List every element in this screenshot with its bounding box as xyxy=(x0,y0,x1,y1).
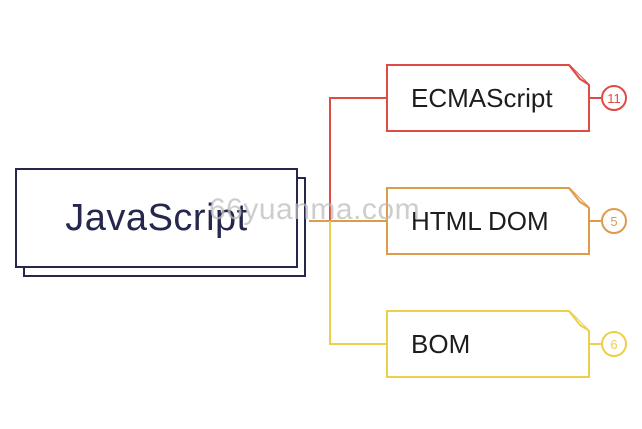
folded-note-shape xyxy=(386,310,590,378)
root-node-label: JavaScript xyxy=(65,196,248,239)
node-bom[interactable]: BOM xyxy=(386,310,590,378)
note-outline xyxy=(386,187,590,255)
folded-note-shape xyxy=(386,64,590,132)
folded-note-shape xyxy=(386,187,590,255)
badge-ecmascript-count[interactable]: 11 xyxy=(601,85,627,111)
node-htmldom-label: HTML DOM xyxy=(411,205,549,236)
badge-htmldom-count-value: 5 xyxy=(610,213,618,229)
note-fold-corner xyxy=(568,64,589,85)
node-htmldom[interactable]: HTML DOM xyxy=(386,187,590,255)
node-bom-label: BOM xyxy=(411,328,471,359)
node-ecmascript-label: ECMAScript xyxy=(411,82,553,113)
note-fold-corner xyxy=(568,310,589,331)
badge-ecmascript-count-value: 11 xyxy=(607,90,621,106)
badge-bom-count[interactable]: 6 xyxy=(601,331,627,357)
connector-ecmascript xyxy=(329,97,386,221)
note-outline xyxy=(386,310,590,378)
badge-bom-count-value: 6 xyxy=(610,336,618,352)
connector-bom xyxy=(329,221,386,345)
node-ecmascript[interactable]: ECMAScript xyxy=(386,64,590,132)
note-fold-corner xyxy=(568,187,589,208)
badge-htmldom-count[interactable]: 5 xyxy=(601,208,627,234)
note-outline xyxy=(386,64,590,132)
node-javascript[interactable]: JavaScript xyxy=(15,168,298,268)
